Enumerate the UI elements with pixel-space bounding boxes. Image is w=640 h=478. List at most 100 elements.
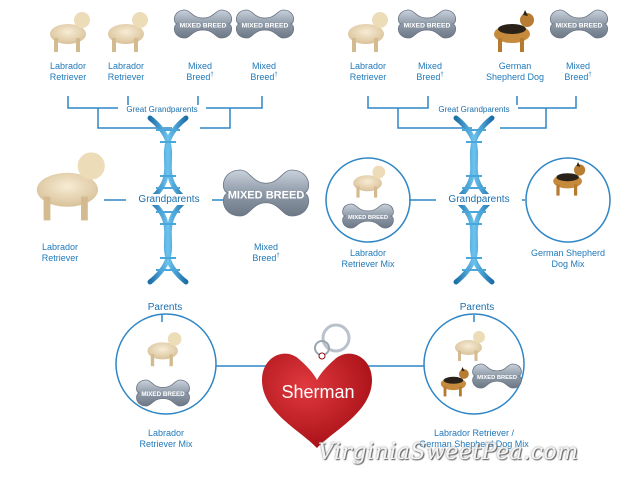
label-left-gg-2: Labrador Retriever xyxy=(98,61,154,83)
label-line: Labrador xyxy=(49,61,87,71)
label-line: Labrador Retriever / xyxy=(433,428,515,438)
bone-shape xyxy=(397,9,457,39)
label-line: Retriever xyxy=(107,72,145,82)
label-line: German xyxy=(498,61,532,71)
connector-lines xyxy=(67,96,577,367)
label-line: Mixed xyxy=(417,61,442,71)
mixed-breed-tag-text: MIXED BREED xyxy=(556,22,603,29)
german-shepherd-icon xyxy=(553,162,586,196)
label-line: Mixed xyxy=(565,61,590,71)
label-left-grandparent-2: Mixed Breed† xyxy=(230,242,302,264)
label-line: Shepherd Dog xyxy=(485,72,545,82)
label-left-gg-1: Labrador Retriever xyxy=(40,61,96,83)
heading-right-grandparents: Grandparents xyxy=(436,194,522,205)
bone-shape xyxy=(136,379,190,407)
label-line: Breed† xyxy=(230,253,302,264)
label-right-gg-2: Mixed Breed† xyxy=(402,61,458,83)
labrador-icon xyxy=(455,331,485,361)
mixed-breed-tag-text: MIXED BREED xyxy=(348,215,388,221)
mixed-breed-tag-text: MIXED BREED xyxy=(242,22,289,29)
label-right-gg-1: Labrador Retriever xyxy=(340,61,396,83)
bone-shape xyxy=(549,9,609,39)
mixed-breed-tag: MIXED BREED xyxy=(472,363,522,389)
label-right-parent: Labrador Retriever / German Shepherd Dog… xyxy=(404,428,544,450)
heading-right-great-grandparents: Great Grandparents xyxy=(430,105,518,114)
label-line: Labrador xyxy=(147,428,185,438)
label-text: Breed xyxy=(250,72,275,82)
label-line: German Shepherd xyxy=(530,248,606,258)
label-line: Retriever xyxy=(349,72,387,82)
circles xyxy=(115,157,611,415)
heading-left-great-grandparents: Great Grandparents xyxy=(118,105,206,114)
dog-name: Sherman xyxy=(281,382,355,402)
mixed-breed-tag-text: MIXED BREED xyxy=(404,22,451,29)
dagger-mark: † xyxy=(276,253,280,259)
bone-shape xyxy=(173,9,233,39)
label-line: Labrador xyxy=(41,242,79,252)
label-left-gg-4: Mixed Breed† xyxy=(236,61,292,83)
bone-shape xyxy=(235,9,295,39)
label-line: Labrador xyxy=(349,61,387,71)
mixed-breed-tag: MIXED BREED xyxy=(136,379,190,407)
labrador-icon xyxy=(36,152,105,221)
mixed-breed-tag: MIXED BREED xyxy=(342,203,394,229)
mixed-breed-tag-text: MIXED BREED xyxy=(180,22,227,29)
label-line: Mixed xyxy=(251,61,276,71)
label-line: German Shepherd Dog Mix xyxy=(419,439,529,449)
label-line: Mixed xyxy=(187,61,212,71)
watermark: VirginiaSweetPea.com xyxy=(318,440,579,465)
dagger-mark: † xyxy=(440,72,444,78)
german-shepherd-icon xyxy=(440,367,469,397)
label-line: Breed† xyxy=(236,72,292,83)
labrador-icon xyxy=(353,165,386,198)
label-text: Breed xyxy=(252,253,277,263)
bone-shape xyxy=(472,363,522,389)
label-line: Breed† xyxy=(172,72,228,83)
label-text: Breed xyxy=(186,72,211,82)
circle-left-parent xyxy=(115,313,217,415)
label-line: Retriever xyxy=(41,253,79,263)
label-right-gg-3: German Shepherd Dog xyxy=(482,61,548,83)
mixed-breed-tag-text: MIXED BREED xyxy=(477,375,517,381)
labrador-icon xyxy=(147,332,182,367)
label-right-grandparent-2: German Shepherd Dog Mix xyxy=(520,248,616,270)
label-left-grandparent-1: Labrador Retriever xyxy=(24,242,96,264)
circle-right-parent xyxy=(423,313,525,415)
bone-shape xyxy=(222,169,310,217)
mixed-breed-tag: MIXED BREED xyxy=(173,9,233,39)
mixed-breed-tag-text: MIXED BREED xyxy=(228,190,305,202)
label-line: Breed† xyxy=(550,72,606,83)
label-line: Retriever xyxy=(49,72,87,82)
circle-right-grandparent-1 xyxy=(325,157,411,243)
circle-right-grandparent-2 xyxy=(525,157,611,243)
label-line: Dog Mix xyxy=(551,259,585,269)
label-line: Labrador xyxy=(349,248,387,258)
labrador-icon xyxy=(348,12,388,52)
heading-left-parents: Parents xyxy=(132,302,198,313)
label-left-gg-3: Mixed Breed† xyxy=(172,61,228,83)
label-line: Labrador xyxy=(107,61,145,71)
labrador-icon xyxy=(108,12,148,52)
dagger-mark: † xyxy=(588,72,592,78)
label-line: Retriever Mix xyxy=(341,259,395,269)
dagger-mark: † xyxy=(274,72,278,78)
mixed-breed-tag: MIXED BREED xyxy=(222,169,310,217)
sherman-heart-tag xyxy=(262,323,372,448)
label-line: Breed† xyxy=(402,72,458,83)
labrador-icon xyxy=(50,12,90,52)
mixed-breed-tag-text: MIXED BREED xyxy=(141,391,185,398)
label-line: Retriever Mix xyxy=(139,439,193,449)
german-shepherd-icon xyxy=(494,10,534,52)
label-right-gg-4: Mixed Breed† xyxy=(550,61,606,83)
label-line: Mixed xyxy=(253,242,278,252)
label-right-grandparent-1: Labrador Retriever Mix xyxy=(326,248,410,270)
mixed-breed-tag: MIXED BREED xyxy=(549,9,609,39)
mixed-breed-tag: MIXED BREED xyxy=(397,9,457,39)
mixed-breed-tags: MIXED BREED MIXED BREED MIXED BREED MIXED B… xyxy=(136,9,609,407)
mixed-breed-tag: MIXED BREED xyxy=(235,9,295,39)
label-text: Breed xyxy=(564,72,589,82)
bone-shape xyxy=(342,203,394,229)
dagger-mark: † xyxy=(210,72,214,78)
heading-right-parents: Parents xyxy=(444,302,510,313)
